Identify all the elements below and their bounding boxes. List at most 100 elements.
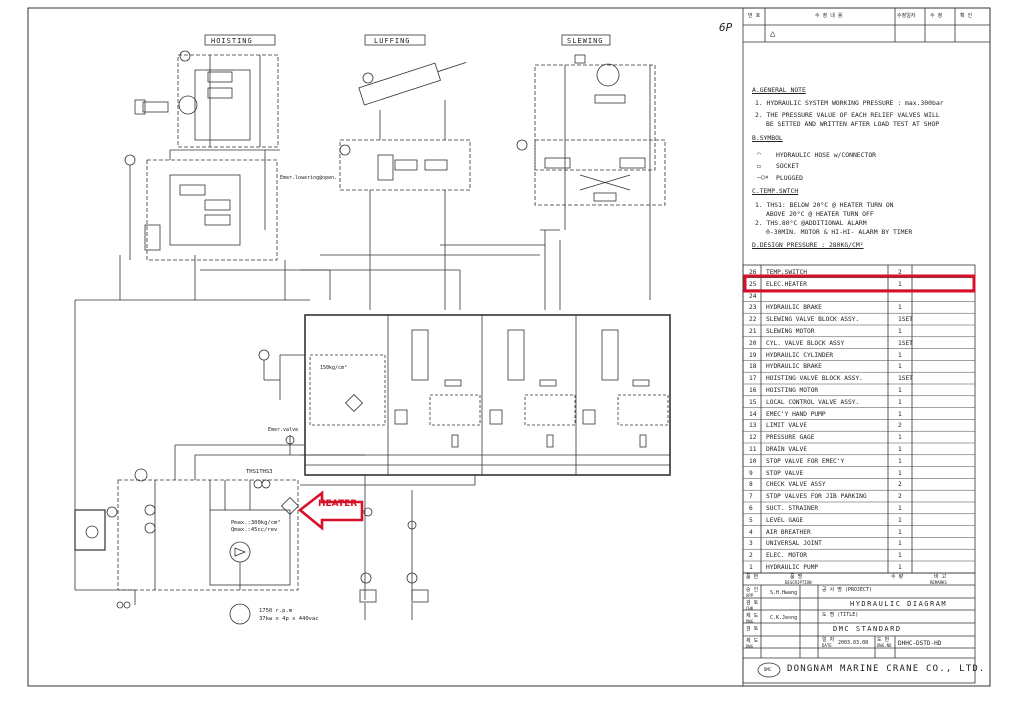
rev-chk-header: 확 인: [960, 13, 973, 19]
dwg-label: 제 도: [746, 613, 759, 619]
project-label: 공 사 명 (PROJECT): [822, 587, 872, 593]
parts-qty: 1: [898, 410, 902, 418]
parts-no: 10: [749, 457, 757, 465]
dwg-name: C.K.Jeong: [770, 615, 798, 621]
parts-desc: SUCT. STRAINER: [766, 505, 819, 512]
date-en: DATE: [822, 643, 832, 648]
parts-desc: STOP VALVE FOR EMEC'Y: [766, 457, 845, 465]
parts-qty: 1: [898, 516, 902, 524]
dwg2-en: DWG: [746, 644, 754, 649]
parts-desc: STOP VALVES FOR JIB PARKING: [766, 493, 867, 501]
date-label: 일 자: [822, 637, 835, 643]
parts-no: 26: [749, 269, 757, 276]
parts-qty: 1: [898, 469, 902, 477]
plugged-icon: —○×: [757, 173, 769, 181]
temp-switch-heading: C.TEMP.SWTCH: [752, 187, 799, 195]
parts-qty: 2: [898, 493, 902, 501]
temp-switch-1a: 1. THS1: BELOW 20°C @ HEATER TURN ON: [755, 201, 894, 209]
parts-desc: LIMIT VALVE: [766, 422, 807, 430]
parts-header-desc-en: DESCRIPTION: [785, 580, 812, 585]
socket-icon: ▭: [757, 162, 761, 170]
parts-desc: CHECK VALVE ASSY: [766, 481, 826, 489]
parts-no: 17: [749, 375, 757, 383]
luffing-label: LUFFING: [374, 37, 411, 45]
parts-qty: 1: [898, 528, 902, 536]
parts-qty: 1: [898, 457, 902, 465]
parts-row: 7 STOP VALVES FOR JIB PARKING 2: [746, 490, 976, 502]
parts-desc: HYDRAULIC CYLINDER: [766, 351, 834, 359]
date-value: 2003.03.08: [838, 640, 869, 646]
parts-header-no: 품 번: [746, 574, 759, 580]
parts-header-qty: 수 량: [891, 574, 904, 580]
motor-spec-2: 37kw x 4p x 440vac: [259, 616, 319, 622]
parts-qty: 1SET: [898, 316, 913, 324]
parts-desc: STOP VALVE: [766, 469, 804, 477]
parts-desc: HYDRAULIC PUMP: [766, 564, 819, 571]
parts-desc: CYL. VALVE BLOCK ASSY: [766, 339, 845, 347]
parts-qty: 1: [898, 564, 902, 571]
emer-lowering-label: Emer.lowering@open.: [280, 175, 338, 181]
temp-switch-2b: 0-30MIN. MOTOR & HI-HI- ALARM BY TIMER: [766, 228, 913, 236]
parts-no: 4: [749, 528, 753, 536]
temp-switch-1b: ABOVE 20°C @ HEATER TURN OFF: [766, 210, 874, 218]
parts-desc: HOISTING MOTOR: [766, 387, 819, 394]
parts-qty: 1: [898, 328, 902, 335]
parts-no: 11: [749, 446, 757, 453]
chk2-label: 검 토: [746, 626, 759, 632]
hose-icon: ⌒: [757, 150, 761, 158]
symbol-heading: B.SYMBOL: [752, 134, 783, 142]
parts-no: 6: [749, 505, 753, 512]
parts-qty: 1: [898, 351, 902, 359]
parts-desc: ELEC. MOTOR: [766, 552, 807, 560]
parts-desc: TEMP.SWITCH: [766, 269, 807, 276]
parts-no: 12: [749, 434, 757, 442]
parts-desc: SLEWING VALVE BLOCK ASSY.: [766, 316, 860, 324]
chk-en: CHK: [746, 606, 754, 611]
company-logo: DMC: [764, 667, 772, 672]
app-en: APP: [746, 593, 754, 598]
title-label: 도 명 (TITLE): [822, 612, 859, 618]
parts-no: 7: [749, 493, 753, 501]
dwg-en: DWG: [746, 619, 754, 624]
rev-date-header: 수정일자: [897, 13, 916, 19]
project-value: HYDRAULIC DIAGRAM: [850, 600, 948, 608]
parts-no: 22: [749, 316, 757, 324]
parts-no: 25: [749, 280, 757, 288]
parts-desc: UNIVERSAL JOINT: [766, 540, 822, 548]
parts-qty: 1: [898, 434, 902, 442]
parts-row: 24: [746, 290, 976, 302]
pump-spec-1: Pmax.:300kg/cm²: [231, 520, 281, 526]
app-name: S.H.Hwang: [770, 590, 798, 596]
general-note-2a: 2. THE PRESSURE VALUE OF EACH RELIEF VAL…: [755, 111, 940, 119]
parts-qty: 1SET: [898, 339, 913, 347]
parts-no: 1: [749, 564, 753, 571]
heater-row-highlight: [743, 274, 976, 293]
motor-spec-1: 1750 r.p.m: [259, 608, 293, 614]
parts-no: 3: [749, 540, 753, 548]
parts-desc: ELEC.HEATER: [766, 280, 807, 288]
heater-callout: HEATER: [318, 499, 358, 509]
parts-no: 8: [749, 481, 753, 489]
general-note-1: 1. HYDRAULIC SYSTEM WORKING PRESSURE : m…: [755, 99, 944, 107]
parts-desc: DRAIN VALVE: [766, 446, 807, 453]
parts-qty: 1: [898, 505, 902, 512]
parts-desc: SLEWING MOTOR: [766, 328, 815, 335]
title-value: DMC STANDARD: [833, 625, 902, 633]
rev-mark-header: 번 호: [748, 13, 761, 19]
chk-label: 검 토: [746, 600, 759, 606]
rev-by-header: 수 정: [930, 13, 943, 19]
slewing-label: SLEWING: [567, 37, 604, 45]
dwg-no-value: DHHC-DSTD-HD: [898, 640, 942, 647]
symbol-hose: HYDRAULIC HOSE w/CONNECTOR: [776, 151, 877, 159]
parts-no: 23: [749, 304, 757, 312]
